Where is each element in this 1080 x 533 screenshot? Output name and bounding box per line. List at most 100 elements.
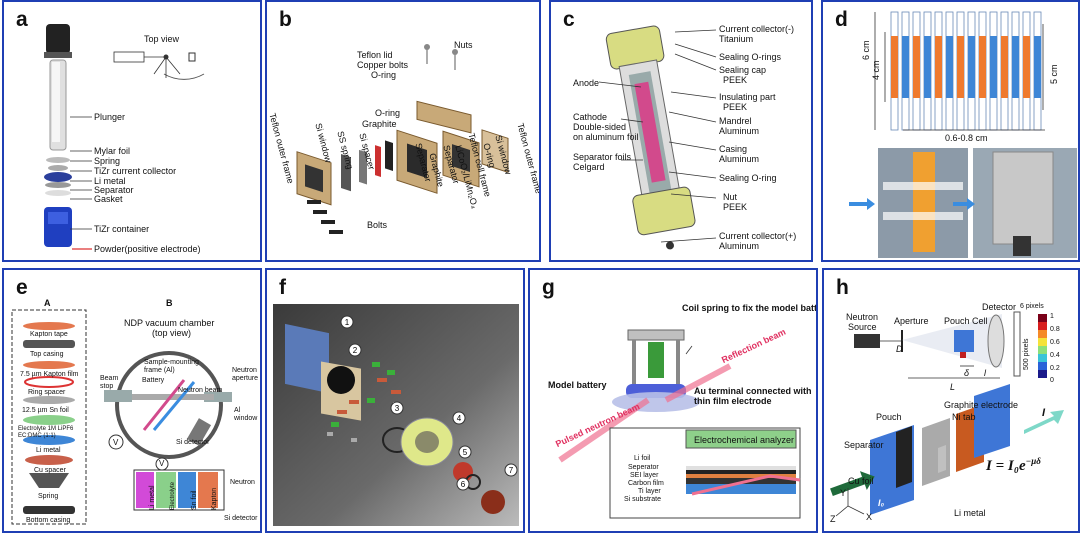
c-label: on aluminum foil (573, 132, 639, 142)
c-label: Titanium (719, 34, 754, 44)
panel-label: h (836, 276, 849, 299)
colorbar-segment (1038, 370, 1047, 378)
dim-label: 0.6-0.8 cm (945, 133, 988, 143)
callout-number: 7 (509, 466, 514, 475)
electrode-strip (979, 36, 986, 98)
colorbar-segment (1038, 338, 1047, 346)
dim-label: 6 cm (861, 40, 871, 60)
cell-cutaway-drawing (598, 25, 717, 250)
callout-number: 3 (395, 404, 400, 413)
part-label: Gasket (94, 194, 123, 204)
callout-circle (390, 401, 404, 415)
dim-label: 4 cm (871, 60, 881, 80)
c-label: PEEK (723, 75, 748, 85)
c-label: Current collector(+) (719, 231, 797, 241)
electrode-strip (1001, 36, 1008, 98)
electrode-strip (957, 36, 964, 98)
stack-label: Spring (38, 493, 59, 500)
c-label: Celgard (573, 162, 605, 172)
panel-label: g (542, 276, 555, 299)
h-label: δ (964, 368, 970, 378)
e-inner-label: Neutron beam (178, 387, 223, 394)
top-view-title: Top view (144, 34, 180, 44)
col-label: A (44, 298, 51, 308)
h-label: Neutron (846, 312, 879, 322)
panel-g: g Coil spring to fix the model battery R… (528, 268, 818, 533)
b-label: Bolts (367, 220, 388, 230)
panel-c: c Current collector(-) Titanium Sealing … (549, 0, 813, 262)
g-label: Electrochemical analyzer (694, 435, 795, 445)
cell-label: Sn foil (191, 490, 198, 510)
axis-label: X (866, 512, 873, 522)
g-layer-label: Si substrate (624, 496, 661, 503)
g-label: thin film electrode (694, 396, 772, 406)
c-label: Aluminum (719, 126, 760, 136)
stack-label: 7.5 µm Kapton film (20, 371, 79, 378)
dim-label: 5 cm (1049, 64, 1059, 84)
callout-circle (504, 463, 518, 477)
callout-number: 2 (353, 346, 358, 355)
c-label: PEEK (723, 102, 748, 112)
voltmeter-label: V (113, 438, 119, 447)
scale-label: 0.2 (1050, 365, 1060, 372)
stack-label: Bottom casing (26, 517, 71, 524)
e-inner-label: Beam (100, 375, 119, 382)
h-label: Aperture (894, 316, 929, 326)
reflectometry-setup-drawing (558, 329, 801, 519)
c-label: PEEK (723, 202, 748, 212)
callout-number: 1 (345, 318, 350, 327)
g-layer-label: Ti layer (638, 488, 661, 495)
e-inner-label: window (234, 415, 258, 422)
electrode-strip (1012, 36, 1019, 98)
c-label: Mandrel (719, 116, 752, 126)
e-inner-label: stop (100, 383, 114, 390)
chamber-title: (top view) (152, 328, 192, 338)
h-label: Detector (982, 302, 1017, 312)
callout-number: 5 (463, 448, 468, 457)
panel-label: b (279, 8, 292, 31)
chamber-title: NDP vacuum chamber (124, 318, 215, 328)
g-layer-label: Li foil (634, 455, 651, 462)
attenuation-equation: I = I₀e−µδ (986, 456, 1041, 474)
c-label: Sealing O-ring (719, 173, 777, 183)
h-label: I₀ (878, 498, 885, 508)
equation-exponent: −µδ (1025, 456, 1041, 466)
part-label: TiZr container (94, 224, 150, 234)
equation-base: I = I₀e (986, 458, 1026, 474)
h-label: Cu foil (848, 476, 874, 486)
h-label: Separator (844, 440, 884, 450)
e-inner-label: Battery (142, 377, 165, 384)
panel-b: b Nuts Teflon lid Copper bolts O-rin (265, 0, 541, 262)
radiography-setup-drawing (830, 311, 1064, 517)
h-label: 500 pixels (1023, 338, 1030, 370)
stack-label: Ring spacer (28, 389, 66, 396)
electrode-strip (990, 36, 997, 98)
colorbar-segment (1038, 314, 1047, 322)
cell-label: Electrolyte (170, 481, 176, 510)
stack-label: Li metal (36, 447, 61, 454)
h-label: L (950, 382, 956, 392)
g-label: Coil spring to fix the model battery (682, 303, 818, 313)
scale-label: 0.8 (1050, 326, 1060, 333)
c-label: Current collector(-) (719, 24, 795, 34)
scale-label: 0 (1050, 377, 1054, 384)
h-label: l (984, 368, 986, 378)
part-label: TiZr current collector (94, 166, 177, 176)
b-label: Graphite (362, 119, 397, 129)
part-label: Spring (94, 156, 121, 166)
electrode-strip (935, 36, 942, 98)
part-label: Powder(positive electrode) (94, 244, 201, 254)
h-label: 6 pixels (1020, 303, 1044, 310)
part-label: Mylar foil (94, 146, 131, 156)
panel-label: f (279, 276, 286, 299)
callout-circle (340, 315, 354, 329)
b-label: Nuts (454, 40, 473, 50)
h-label: Li metal (954, 508, 986, 518)
colorbar-segment (1038, 362, 1047, 370)
e-inner-label: Si detector (176, 439, 210, 446)
b-label: O-ring (375, 108, 401, 118)
h-label: D (896, 344, 903, 354)
c-label: Casing (719, 144, 748, 154)
